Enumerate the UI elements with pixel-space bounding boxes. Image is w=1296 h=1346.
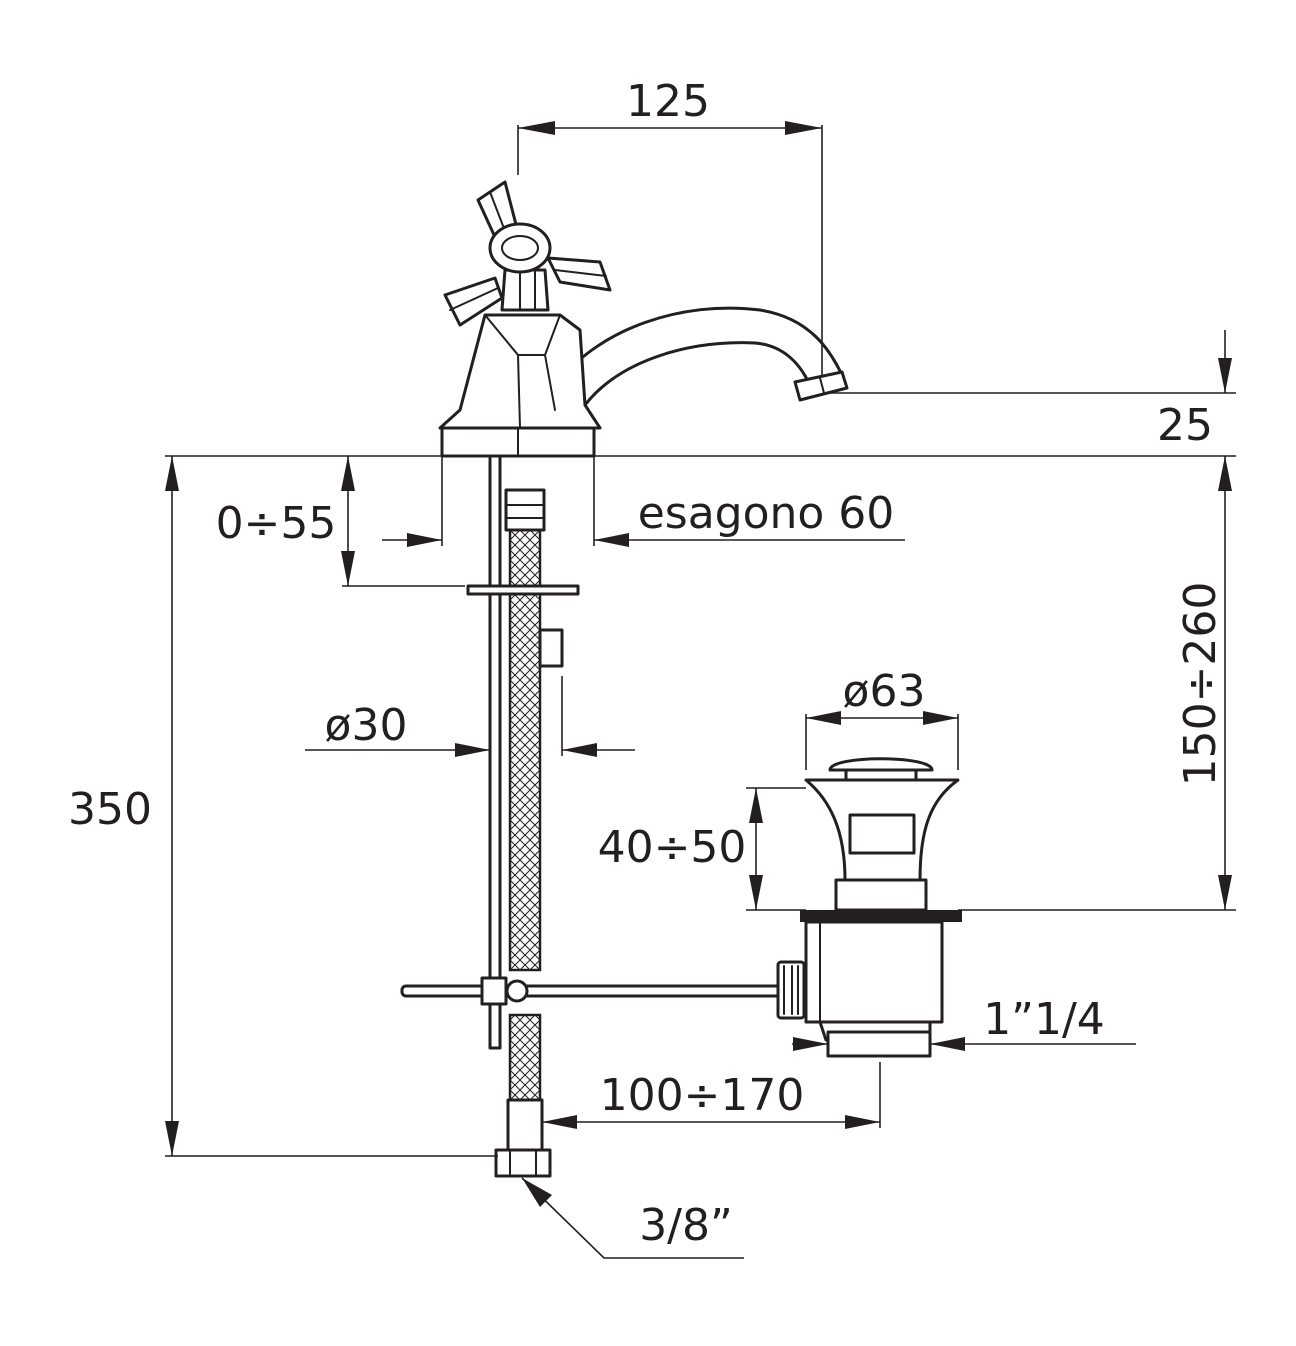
- label-waste-adjust: 40÷50: [598, 822, 747, 873]
- label-waste-diameter: ø63: [843, 666, 926, 717]
- rod-connector: [505, 979, 529, 1003]
- handle-arm-right: [546, 256, 612, 292]
- dimension-lines: [165, 121, 1236, 1259]
- label-inlet-thread: 3/8”: [639, 1200, 733, 1251]
- threaded-shank: [488, 454, 502, 1050]
- label-total-height: 350: [68, 784, 152, 835]
- lock-washer: [466, 584, 580, 596]
- flex-hose-lower: [508, 1013, 542, 1102]
- waste-seal: [800, 910, 962, 922]
- label-rod-distance: 100÷170: [600, 1070, 805, 1121]
- waste-body: [804, 920, 944, 1024]
- inlet-nut: [494, 1148, 552, 1178]
- label-spout-height: 25: [1157, 400, 1213, 451]
- spout-outlet: [793, 370, 849, 402]
- label-body-height: 150÷260: [1175, 582, 1226, 787]
- label-shank-diameter: ø30: [325, 700, 408, 751]
- fixing-nut: [538, 628, 564, 668]
- waste-window: [848, 813, 916, 855]
- label-deck-thickness: 0÷55: [216, 498, 337, 549]
- waste-body-top: [834, 878, 928, 912]
- under-deck-assembly: [400, 454, 782, 1178]
- handle-arm-left: [443, 276, 504, 327]
- waste-cap: [828, 757, 934, 772]
- label-hexagon: esagono 60: [638, 488, 895, 539]
- dimension-labels: 125 25 0÷55 esagono 60 ø30 350 150÷260 ø…: [68, 76, 1226, 1251]
- pull-rod: [400, 984, 782, 998]
- handle-hub: [488, 222, 552, 274]
- handle-stem: [500, 268, 550, 312]
- label-spout-reach: 125: [626, 76, 710, 127]
- popup-waste: [776, 757, 962, 1058]
- inlet-fitting: [506, 1098, 544, 1152]
- waste-thread-nut: [826, 1030, 932, 1058]
- hose-nut-top: [504, 488, 546, 532]
- flex-hose-upper: [508, 528, 542, 972]
- tap-body: [438, 180, 849, 458]
- label-waste-thread: 1”1/4: [983, 994, 1105, 1045]
